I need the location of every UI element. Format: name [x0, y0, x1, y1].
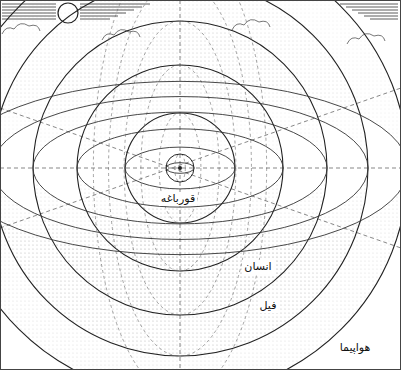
size-sphere	[77, 65, 283, 271]
size-sphere	[33, 21, 327, 315]
size-sphere	[166, 154, 194, 182]
sphere-label: انسان	[242, 260, 273, 273]
sphere-label: قورباغه	[159, 192, 197, 205]
equator-ellipse	[1, 81, 400, 254]
sphere-label: هواپیما	[338, 341, 373, 354]
equator-ellipse	[33, 112, 327, 224]
size-sphere	[125, 113, 235, 223]
equator-ellipse	[77, 129, 283, 207]
size-sphere	[1, 1, 368, 356]
equator-ellipse	[1, 97, 368, 240]
sphere-label: فیل	[258, 299, 279, 312]
equator-ellipse	[166, 163, 194, 174]
